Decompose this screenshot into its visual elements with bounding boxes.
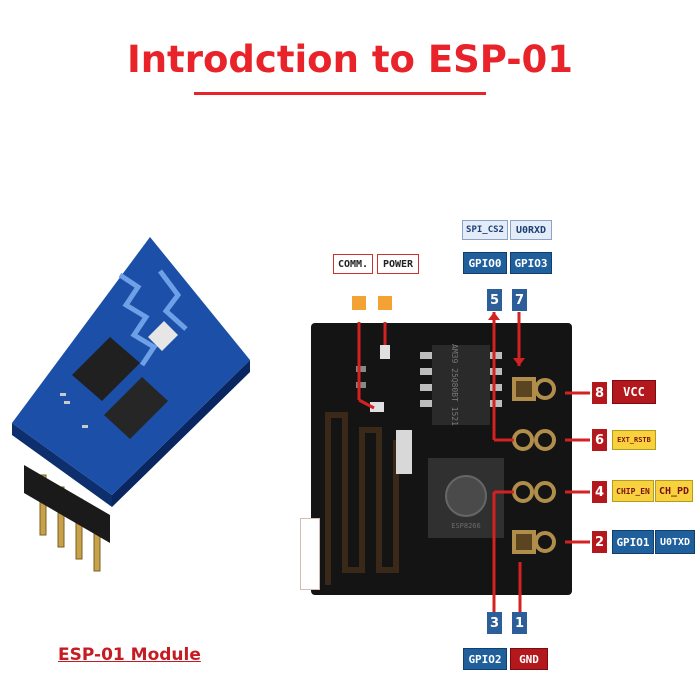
flash-chip-board [432, 345, 490, 425]
esp8266-chip [104, 377, 168, 439]
pcb-antenna [325, 412, 399, 585]
pin-number-7: 7 [512, 289, 527, 311]
comm-led [370, 402, 384, 412]
label-ext-rstb: EXT_RSTB [612, 430, 656, 450]
led-indicator-icons [352, 296, 392, 310]
crystal-board [396, 430, 412, 474]
label-power: POWER [377, 254, 419, 274]
label-gpio3: GPIO3 [510, 252, 552, 274]
label-gpio1: GPIO1 [612, 530, 654, 554]
pin-number-1: 1 [512, 612, 527, 634]
flash-chip-text: AM39 25Q80BT 1521 [450, 344, 459, 426]
esp01-module-illustration [12, 237, 250, 572]
fcc-sticker [300, 518, 320, 590]
pin-number-2: 2 [592, 531, 607, 553]
crystal [148, 321, 178, 351]
pin-pads [512, 377, 556, 554]
label-chip-en: CHIP_EN [612, 480, 654, 502]
pin-header-block [24, 465, 110, 543]
pin-number-6: 6 [592, 429, 607, 451]
board-edge [12, 423, 112, 507]
label-vcc: VCC [612, 380, 656, 404]
label-gpio2: GPIO2 [463, 648, 507, 670]
power-led [380, 345, 390, 359]
label-gnd: GND [510, 648, 548, 670]
label-comm: COMM. [333, 254, 373, 274]
label-u0rxd: U0RXD [510, 220, 552, 240]
label-gpio0: GPIO0 [463, 252, 507, 274]
page-title: Introdction to ESP-01 [126, 38, 574, 81]
pin-number-4: 4 [592, 481, 607, 503]
title-underline [194, 92, 486, 95]
pin-number-3: 3 [487, 612, 502, 634]
antenna-trace [118, 272, 158, 367]
label-u0txd: U0TXD [655, 530, 695, 554]
esp-chip-text: ESP8266 [451, 522, 481, 530]
label-ch-pd: CH_PD [655, 480, 693, 502]
pin-number-5: 5 [487, 289, 502, 311]
connector-lines [357, 312, 590, 612]
board-edge-side [112, 360, 250, 507]
pin-number-8: 8 [592, 382, 607, 404]
flash-chip-legs [420, 352, 502, 407]
label-spi-cs2: SPI_CS2 [462, 220, 508, 240]
module-caption: ESP-01 Module [58, 645, 201, 665]
flash-chip [72, 337, 140, 401]
espressif-logo [445, 475, 487, 517]
